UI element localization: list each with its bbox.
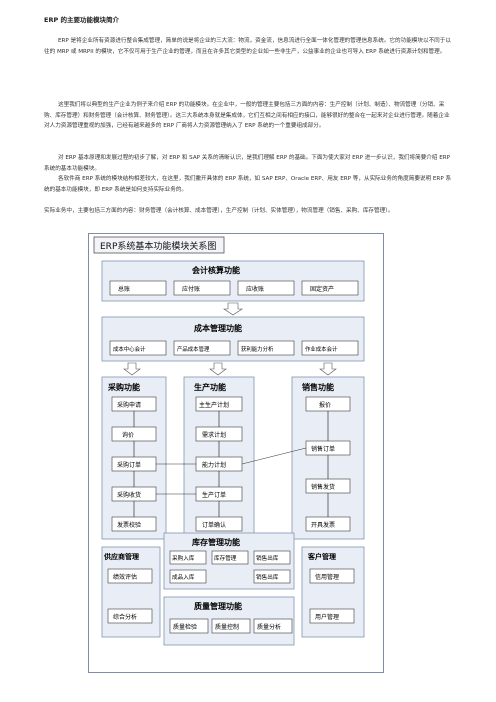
- accounting-items: 总账 应付账 应收账 固定资产: [109, 280, 359, 296]
- cost-item: 获利能力分析: [241, 345, 274, 353]
- paragraph-business: 实际业务中，主要包括三方面的内容：财务管理（会计核算、成本管理），生产控制（计划…: [44, 208, 394, 214]
- quality-item: 质量控制: [215, 623, 239, 631]
- purchase-item: 采购收货: [117, 491, 141, 499]
- sales-title: 销售功能: [302, 382, 334, 392]
- production-item: 生产订单: [202, 491, 226, 499]
- purchase-item: 发票校验: [117, 521, 141, 529]
- inventory-title: 库存管理功能: [192, 537, 240, 547]
- sales-items: 报价 销售订单 销售发货 开具发票: [305, 396, 351, 532]
- customer-item: 用户管理: [315, 613, 339, 621]
- doc-title: ERP 的主要功能模块简介: [44, 16, 119, 24]
- erp-module-diagram: ERP系统基本功能模块关系图 会计核算功能 总账 应付账 应收账 固定资产 成本…: [88, 233, 384, 673]
- purchase-item: 询价: [122, 431, 134, 439]
- accounting-item: 总账: [118, 285, 130, 293]
- cost-title: 成本管理功能: [194, 323, 242, 333]
- sales-item: 销售订单: [311, 445, 335, 453]
- customer-item: 信用管理: [315, 573, 339, 581]
- cost-item: 作业成本会计: [305, 345, 338, 353]
- quality-item: 质量分析: [257, 623, 281, 631]
- arrow-up-down: [223, 302, 243, 316]
- accounting-item: 固定资产: [310, 285, 334, 293]
- supplier-item: 综合分析: [113, 613, 137, 621]
- customer-items: 信用管理 用户管理: [309, 568, 355, 624]
- inventory-items: 采购入库 库存管理 成品入库 销售出库 销售出库: [169, 550, 291, 584]
- cost-item: 成本中心会计: [113, 345, 146, 353]
- accounting-title: 会计核算功能: [192, 265, 240, 275]
- purchase-item: 采购申请: [117, 401, 141, 409]
- paragraph-vendors: 各软件商 ERP 系统的模块结构相差较大，在这里，我们撇开具体的 ERP 系统，…: [44, 176, 452, 193]
- purchase-item: 采购订单: [117, 461, 141, 469]
- purchase-items: 采购申请 询价 采购订单 采购收货 发票校验: [111, 396, 157, 532]
- production-item: 订单确认: [202, 521, 226, 529]
- diagram-title: ERP系统基本功能模块关系图: [100, 240, 216, 252]
- quality-title: 质量管理功能: [194, 601, 242, 611]
- inventory-item: 成品入库: [172, 573, 195, 581]
- production-item: 能力计划: [202, 461, 226, 469]
- production-item: 主生产计划: [199, 401, 229, 409]
- supplier-items: 绩效评估 综合分析: [107, 568, 153, 624]
- cost-items: 成本中心会计 产品成本管理 获利能力分析 作业成本会计: [109, 340, 359, 356]
- purchase-title: 采购功能: [107, 382, 140, 392]
- accounting-item: 应收账: [246, 285, 264, 293]
- production-item: 需求计划: [202, 431, 226, 439]
- supplier-title: 供应商管理: [103, 552, 139, 561]
- paragraph-intro: ERP 是将企业所有资源进行整合集成管理，简单的说是将企业的三大流：物流，资金流…: [44, 38, 451, 55]
- inventory-item: 销售出库: [256, 573, 279, 581]
- paragraph-modules: 这里我们将以典型的生产企业为例子来介绍 ERP 的功能模块。在企业中，一般的管理…: [44, 102, 450, 129]
- sales-item: 开具发票: [311, 521, 335, 529]
- accounting-item: 应付账: [182, 285, 200, 293]
- paragraph-basics: 对 ERP 基本原理和发展过程的初步了解，对 ERP 和 SAP 关系的清晰认识…: [44, 155, 451, 172]
- sales-item: 销售发货: [311, 483, 335, 491]
- diagram-title-box: [93, 236, 225, 254]
- production-title: 生产功能: [194, 382, 226, 392]
- supplier-item: 绩效评估: [113, 573, 137, 581]
- sales-item: 报价: [319, 401, 331, 409]
- production-items: 主生产计划 需求计划 能力计划 生产订单 订单确认: [195, 396, 243, 532]
- inventory-item: 采购入库: [172, 554, 195, 562]
- quality-items: 质量检验 质量控制 质量分析: [169, 618, 293, 634]
- quality-item: 质量检验: [173, 623, 197, 631]
- cost-item: 产品成本管理: [177, 345, 210, 353]
- inventory-item: 库存管理: [214, 554, 237, 562]
- inventory-item: 销售出库: [256, 554, 279, 562]
- customer-title: 客户管理: [307, 552, 336, 561]
